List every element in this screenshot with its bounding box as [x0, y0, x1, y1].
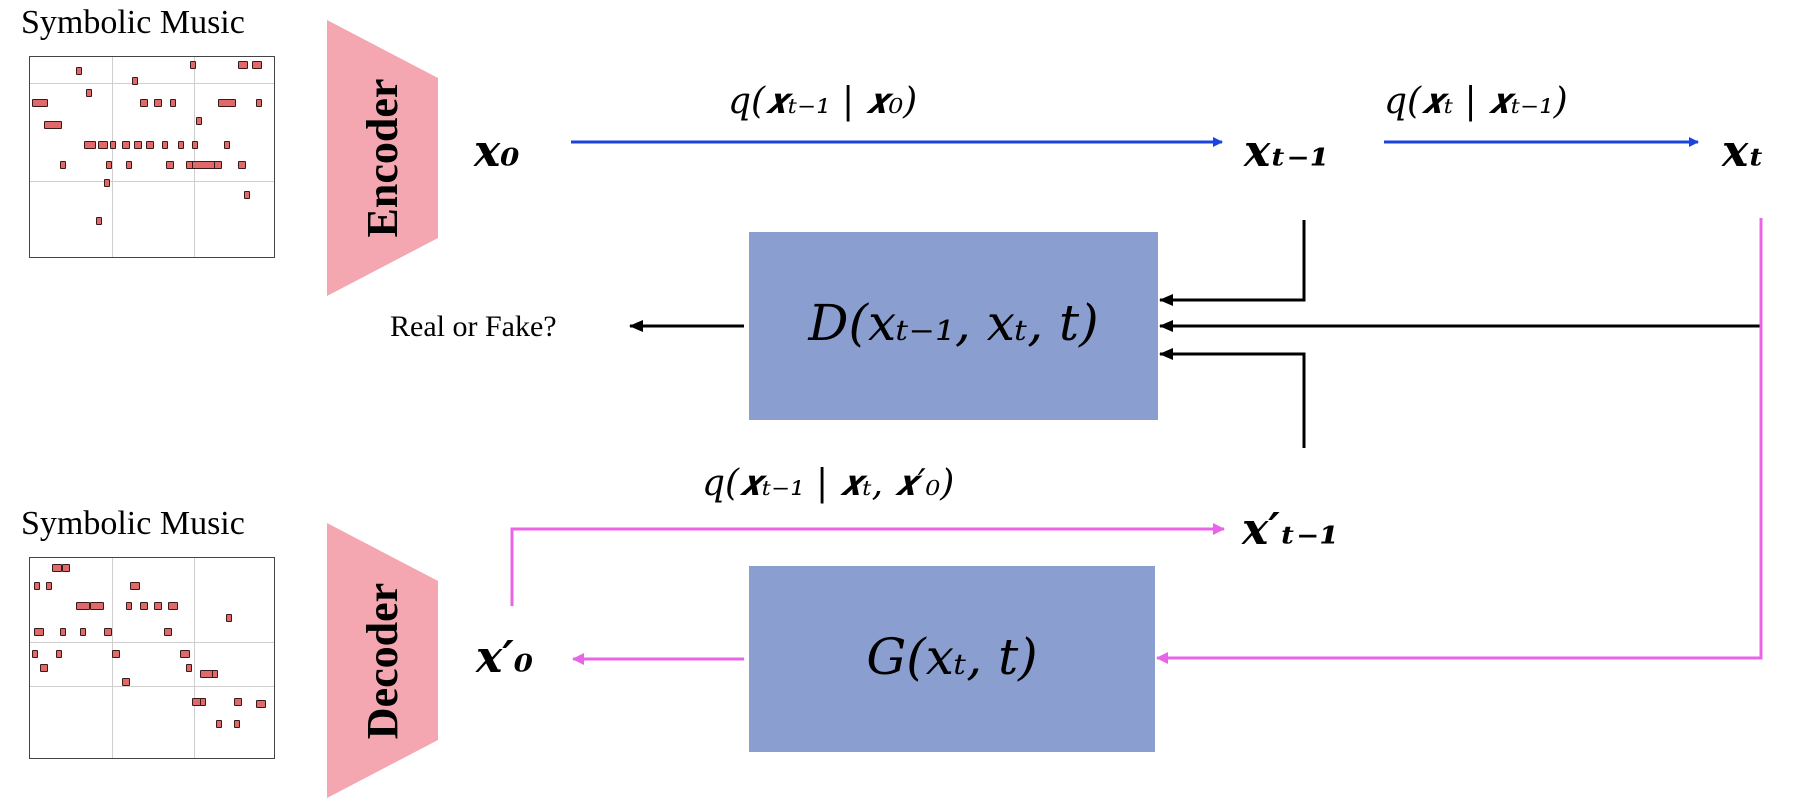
arrow-xprime-to-d: [1159, 348, 1306, 448]
encoder-shape: [327, 20, 438, 296]
node-x0: 𝒙₀: [474, 126, 520, 177]
node-xt-minus-1-prime: 𝒙′ₜ₋₁: [1242, 504, 1339, 555]
discriminator-label: D(xₜ₋₁, xₜ, t): [808, 294, 1099, 352]
edge-label-q-forward-2: q(𝒙ₜ | 𝒙ₜ₋₁): [1384, 81, 1568, 122]
arrow-xt-to-g: [1156, 218, 1763, 664]
decoder-label: Decoder: [358, 582, 407, 740]
arrow-x0prime-to-xprime: [510, 523, 1225, 606]
generator-label: G(xₜ, t): [866, 628, 1038, 686]
real-or-fake-label: Real or Fake?: [390, 310, 557, 343]
node-xt-minus-1: 𝒙ₜ₋₁: [1244, 126, 1330, 177]
bottom-caption: Symbolic Music: [21, 505, 245, 542]
encoder-label: Encoder: [358, 78, 407, 238]
edge-label-q-forward-1: q(𝒙ₜ₋₁ | 𝒙₀): [728, 81, 918, 122]
top-caption: Symbolic Music: [21, 4, 245, 41]
discriminator-box: [749, 232, 1158, 420]
edge-label-q-posterior: q(𝒙ₜ₋₁ | 𝒙ₜ, 𝒙′₀): [702, 463, 955, 504]
node-x0-prime: 𝒙′₀: [476, 632, 534, 683]
node-xt: 𝒙ₜ: [1722, 126, 1765, 177]
piano-roll-top: [29, 56, 275, 258]
decoder-shape: [327, 523, 438, 798]
piano-roll-bottom: [29, 557, 275, 759]
generator-box: [749, 566, 1155, 752]
arrow-xt-minus-1-to-d: [1159, 220, 1306, 306]
